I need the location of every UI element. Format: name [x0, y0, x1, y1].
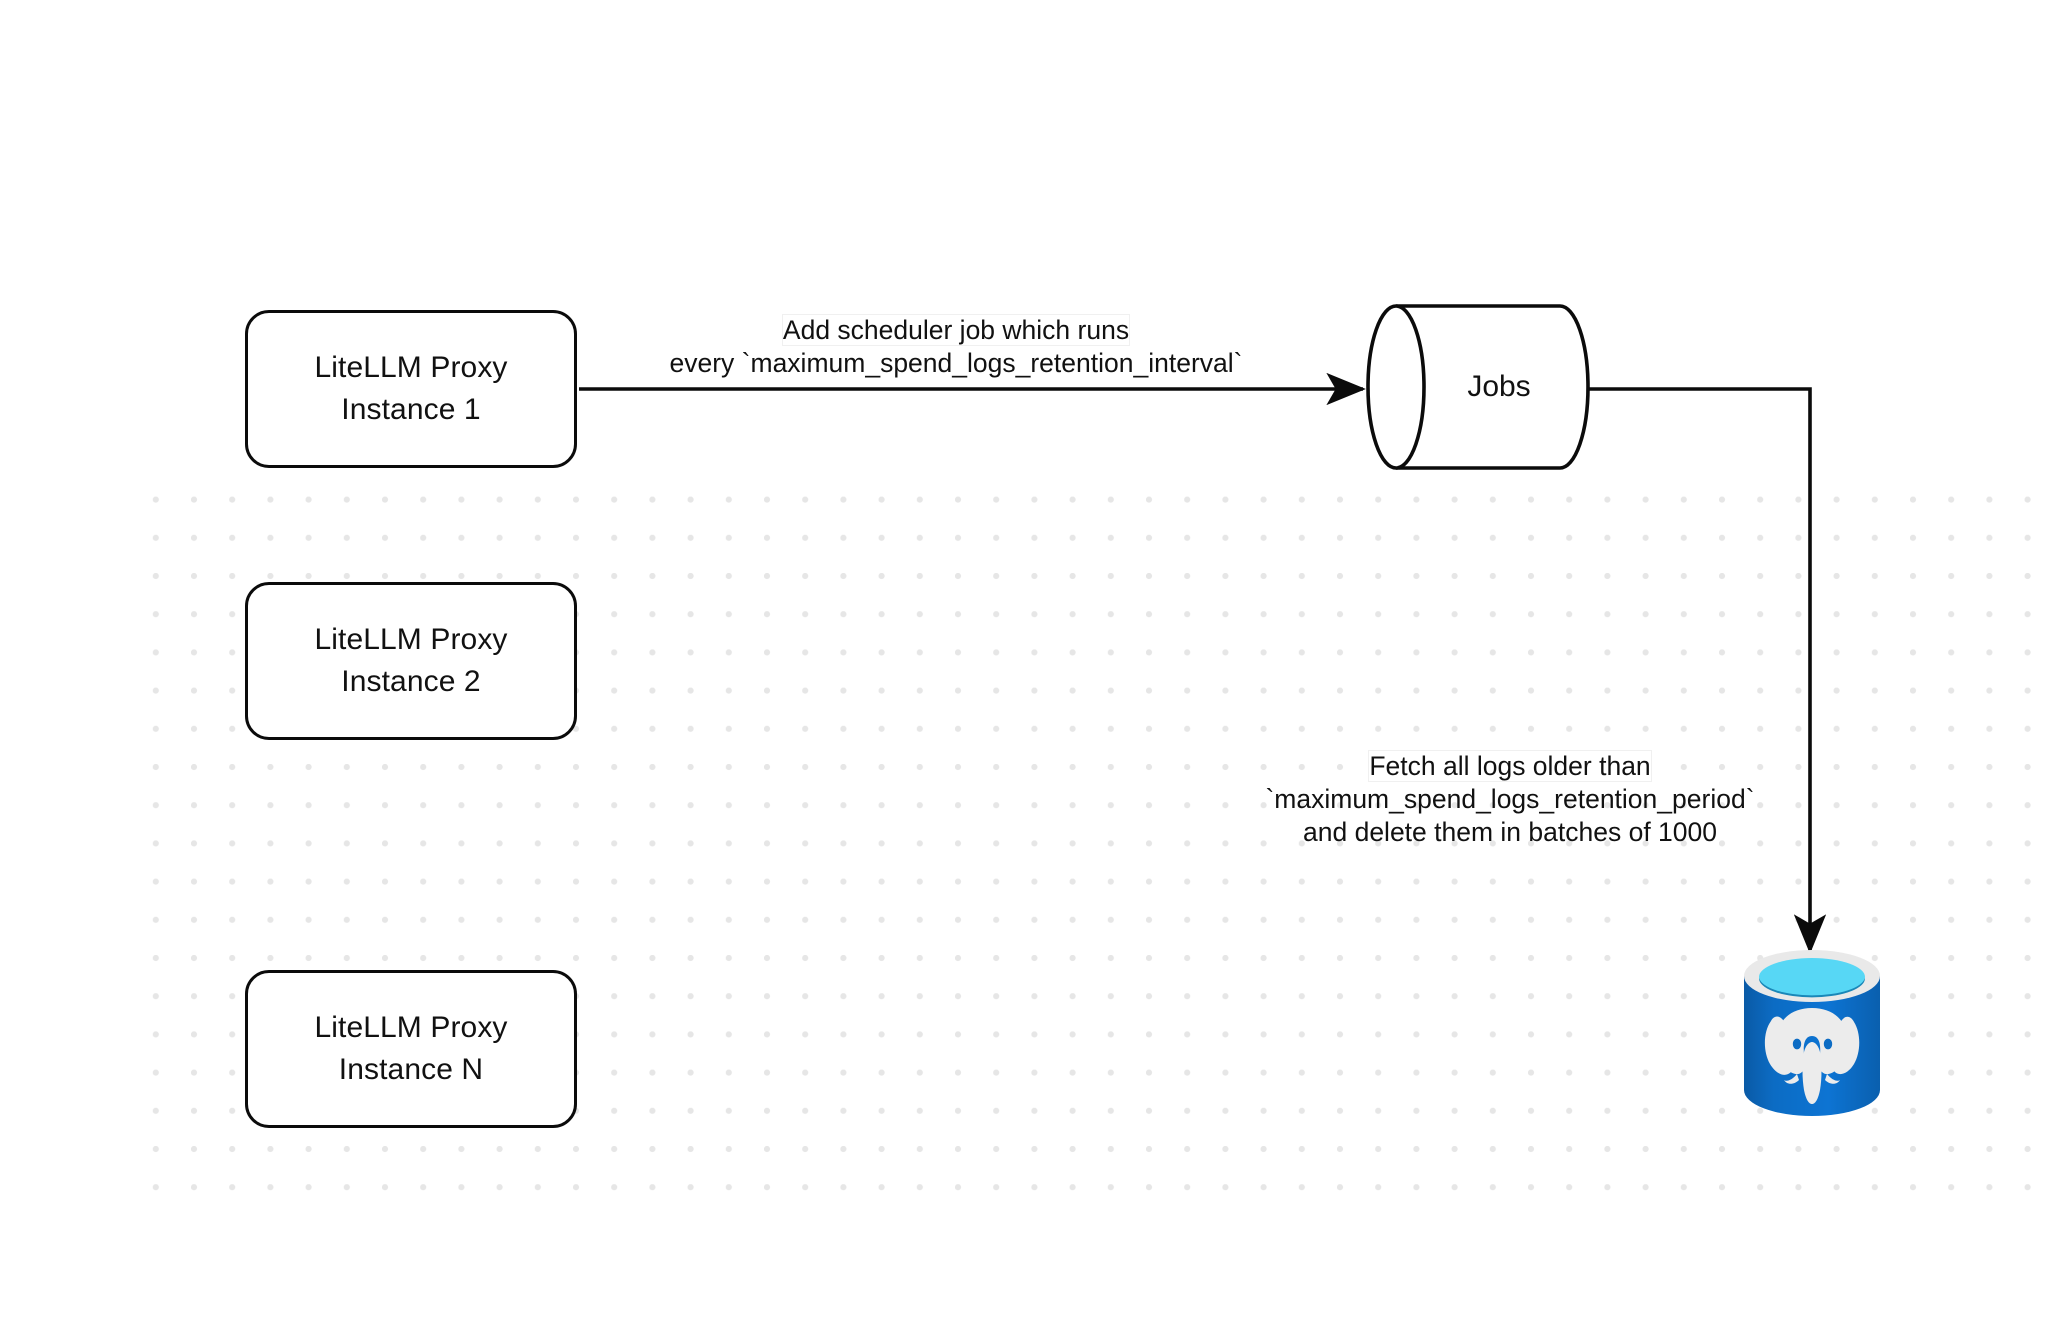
edge-label-line: Add scheduler job which runs: [782, 315, 1130, 345]
postgres-elephant-icon: [1764, 1008, 1860, 1104]
node-label-line2: Instance N: [338, 1053, 484, 1086]
node-label-line1: LiteLLM Proxy: [314, 623, 508, 656]
node-postgres-database[interactable]: [1742, 948, 1882, 1120]
edge-label-line: Fetch all logs older than: [1369, 751, 1651, 781]
edge-label-line: and delete them in batches of 1000: [1303, 817, 1717, 847]
postgres-elephant-eyes: [1792, 1038, 1833, 1050]
edge-label-fetch: Fetch all logs older than `maximum_spend…: [1230, 750, 1790, 849]
node-proxy-instance-2[interactable]: LiteLLM Proxy Instance 2: [245, 582, 577, 740]
node-jobs-cylinder[interactable]: Jobs: [1366, 303, 1590, 471]
node-label-line2: Instance 1: [341, 393, 481, 426]
cylinder-left-cap: [1366, 304, 1426, 470]
node-label-line1: LiteLLM Proxy: [314, 351, 508, 384]
node-label-line1: LiteLLM Proxy: [314, 1011, 508, 1044]
edge-label-line: every `maximum_spend_logs_retention_inte…: [669, 348, 1243, 378]
node-proxy-instance-n[interactable]: LiteLLM Proxy Instance N: [245, 970, 577, 1128]
cylinder-body: [1396, 304, 1590, 470]
node-proxy-instance-1[interactable]: LiteLLM Proxy Instance 1: [245, 310, 577, 468]
node-label-line2: Instance 2: [341, 665, 481, 698]
edge-jobs-to-database: [1588, 387, 1827, 954]
database-top-opening: [1759, 958, 1865, 996]
node-jobs-label: Jobs: [1467, 370, 1531, 403]
edge-label-line: `maximum_spend_logs_retention_period`: [1265, 784, 1755, 814]
edge-label-scheduler: Add scheduler job which runs every `maxi…: [596, 314, 1316, 380]
